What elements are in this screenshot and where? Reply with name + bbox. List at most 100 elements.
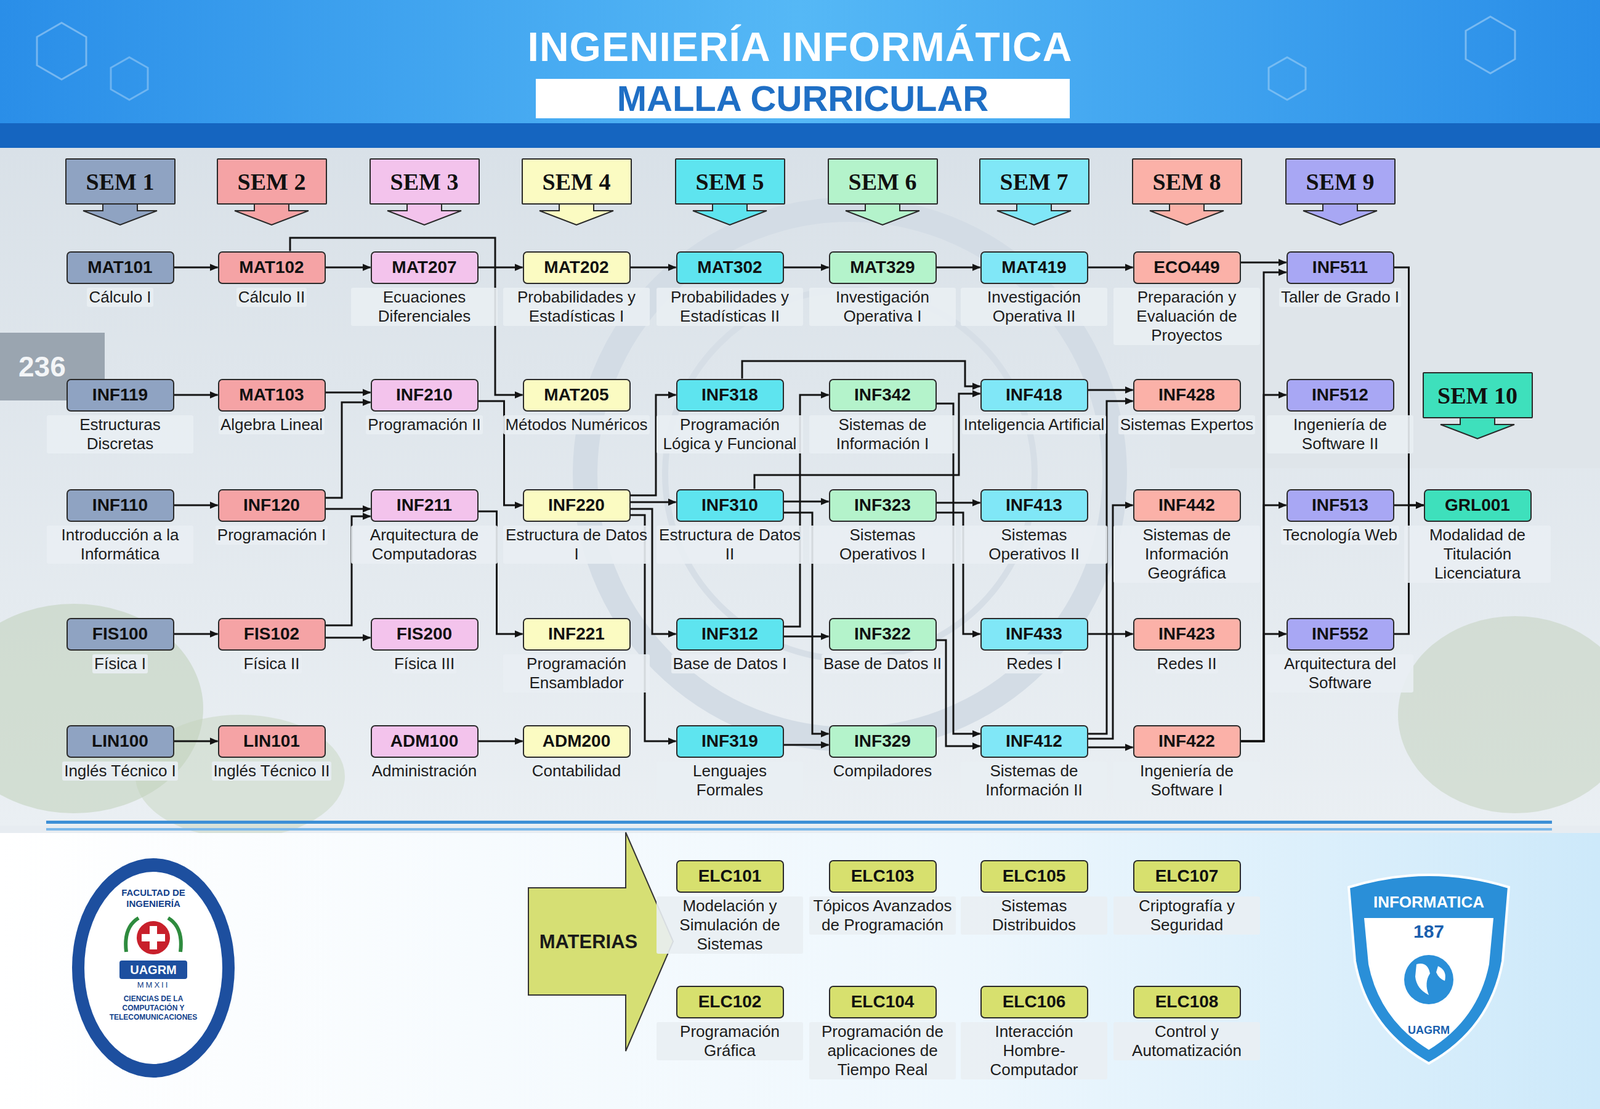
course-name: Investigación Operativa II — [960, 287, 1108, 326]
course-node: INF412Sistemas de Información II — [960, 724, 1108, 800]
down-arrow-shape — [1303, 203, 1378, 225]
semester-label: SEM 8 — [1152, 168, 1222, 196]
prerequisite-arrow — [936, 266, 981, 269]
course-name: Redes I — [1004, 654, 1064, 674]
course-name: Cálculo I — [86, 287, 153, 307]
course-name: Tecnología Web — [1280, 525, 1400, 545]
elective-course: ELC107Criptografía y Seguridad — [1112, 859, 1261, 935]
code-box: GRL001 — [1423, 488, 1532, 522]
course-node: INF513Tecnología Web — [1266, 488, 1415, 545]
emblem-cross — [141, 933, 166, 942]
course-code: ELC105 — [1002, 865, 1067, 886]
down-arrow-shape — [1149, 203, 1224, 225]
semester-header: SEM 4 — [502, 158, 651, 226]
prerequisite-arrow — [630, 501, 677, 504]
course-code: INF329 — [854, 731, 911, 751]
down-arrow — [80, 203, 161, 226]
elective-course: ELC105Sistemas Distribuidos — [960, 859, 1108, 935]
globe — [1404, 954, 1454, 1004]
course-name: Inglés Técnico II — [211, 761, 332, 781]
down-arrow-shape — [997, 203, 1071, 225]
course-code: INF342 — [854, 384, 911, 405]
course-code: INF120 — [243, 495, 300, 515]
code-box: ELC108 — [1133, 985, 1241, 1019]
course-name: Ingeniería de Software I — [1113, 761, 1261, 800]
code-box: ELC107 — [1133, 859, 1241, 893]
code-box: MAT329 — [828, 251, 937, 284]
faculty-logo-inner — [84, 871, 223, 1064]
course-code: INF221 — [548, 623, 605, 644]
elective-course: ELC103Tópicos Avanzados de Programación — [808, 859, 957, 935]
course-code: FIS200 — [396, 623, 453, 644]
header-box: SEM 5 — [674, 158, 786, 205]
divider-line — [46, 820, 1552, 824]
header-strip — [0, 123, 1600, 148]
course-node: INF210Programación II — [350, 378, 499, 435]
course-name: Física I — [92, 654, 148, 674]
course-node: FIS100Física I — [46, 617, 194, 674]
subtitle: MALLA CURRICULAR — [535, 78, 1070, 119]
prerequisite-arrow — [1088, 266, 1134, 269]
course-code: ELC106 — [1002, 991, 1067, 1012]
globe-continent — [1436, 965, 1446, 981]
code-box: INF119 — [66, 378, 175, 412]
prerequisite-arrow — [174, 740, 219, 743]
course-name: Estructura de Datos I — [503, 525, 650, 564]
code-box: INF322 — [828, 617, 937, 651]
semester-label: SEM 4 — [542, 168, 611, 196]
code-box: INF423 — [1133, 617, 1241, 651]
header-box: SEM 7 — [979, 158, 1090, 205]
course-name: Compiladores — [831, 761, 934, 781]
logo-text: MMXII — [122, 979, 185, 990]
code-box: FIS102 — [218, 617, 326, 651]
code-box: MAT302 — [676, 251, 784, 284]
down-arrow-shape — [539, 203, 614, 225]
course-code: INF428 — [1158, 384, 1216, 405]
career-shield-inner — [1364, 917, 1494, 1050]
code-box: MAT207 — [370, 251, 479, 284]
course-name: Programación I — [215, 525, 328, 545]
prerequisite-arrow — [325, 266, 371, 269]
code-box: LIN100 — [66, 724, 175, 758]
code-box: INF342 — [828, 378, 937, 412]
course-name: Ingeniería de Software II — [1266, 415, 1414, 454]
course-name: Sistemas Operativos II — [960, 525, 1108, 564]
course-code: MAT207 — [391, 257, 457, 278]
down-arrow — [1300, 203, 1381, 226]
course-code: INF422 — [1158, 731, 1216, 751]
prerequisite-arrow — [1088, 746, 1134, 749]
course-node: ECO449Preparación y Evaluación de Proyec… — [1112, 251, 1261, 346]
semester-label: SEM 10 — [1437, 381, 1518, 409]
code-box: INF442 — [1133, 488, 1241, 522]
course-node: INF220Estructura de Datos I — [502, 488, 651, 564]
down-arrow — [1437, 416, 1518, 440]
course-node: LIN101Inglés Técnico II — [197, 724, 346, 781]
course-name: Ecuaciones Diferenciales — [351, 287, 498, 326]
down-arrow — [842, 203, 923, 226]
course-name: Programación de aplicaciones de Tiempo R… — [809, 1021, 956, 1080]
course-code: INF220 — [548, 495, 605, 515]
course-name: Lenguajes Formales — [656, 761, 804, 800]
laurel — [125, 917, 139, 952]
course-code: INF433 — [1005, 623, 1063, 644]
course-name: Física III — [392, 654, 457, 674]
code-box: INF433 — [980, 617, 1089, 651]
laurel — [168, 917, 182, 952]
course-code: ADM100 — [390, 731, 459, 751]
code-box: INF319 — [676, 724, 784, 758]
course-node: INF428Sistemas Expertos — [1112, 378, 1261, 435]
course-name: Investigación Operativa I — [809, 287, 956, 326]
course-name: Sistemas Expertos — [1118, 415, 1256, 435]
elective-course: ELC106Interacción Hombre-Computador — [960, 985, 1108, 1080]
course-name: Contabilidad — [530, 761, 624, 781]
bottom-panel — [0, 832, 1600, 1109]
materias-label: MATERIAS — [539, 930, 639, 953]
divider-line — [46, 827, 1552, 831]
prerequisite-arrow — [174, 504, 219, 507]
course-node: INF120Programación I — [197, 488, 346, 545]
course-code: FIS100 — [92, 623, 148, 644]
header-box: SEM 4 — [521, 158, 632, 205]
down-arrow — [1146, 203, 1227, 226]
code-box: INF110 — [66, 488, 175, 522]
